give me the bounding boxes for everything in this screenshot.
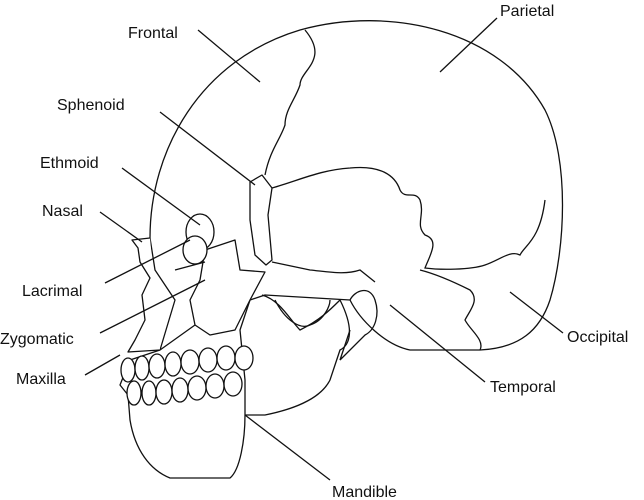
squamous-suture: [271, 166, 546, 270]
coronal-suture: [264, 29, 316, 176]
teeth: [120, 345, 254, 406]
label-sphenoid: Sphenoid: [57, 97, 125, 114]
temporal-lower-suture: [271, 261, 482, 351]
label-frontal: Frontal: [128, 25, 178, 42]
mandible-ramus: [245, 294, 351, 416]
label-ethmoid: Ethmoid: [40, 155, 99, 172]
mandible-notch: [274, 299, 331, 327]
label-parietal: Parietal: [500, 3, 554, 20]
label-lacrimal: Lacrimal: [22, 283, 82, 300]
label-zygomatic: Zygomatic: [0, 331, 74, 348]
sphenoid-bone: [249, 174, 273, 266]
label-temporal: Temporal: [490, 379, 556, 396]
label-occipital: Occipital: [567, 329, 628, 346]
label-nasal: Nasal: [42, 203, 83, 220]
label-maxilla: Maxilla: [16, 371, 66, 388]
label-mandible: Mandible: [332, 484, 397, 500]
zygomatic-bone: [189, 239, 266, 336]
leader-lines: [84, 17, 564, 481]
face-profile: [127, 237, 161, 353]
lacrimal-bone: [182, 235, 208, 265]
mastoid-process: [339, 289, 378, 361]
maxilla-suture: [159, 261, 206, 351]
skull-drawing: [119, 20, 564, 479]
